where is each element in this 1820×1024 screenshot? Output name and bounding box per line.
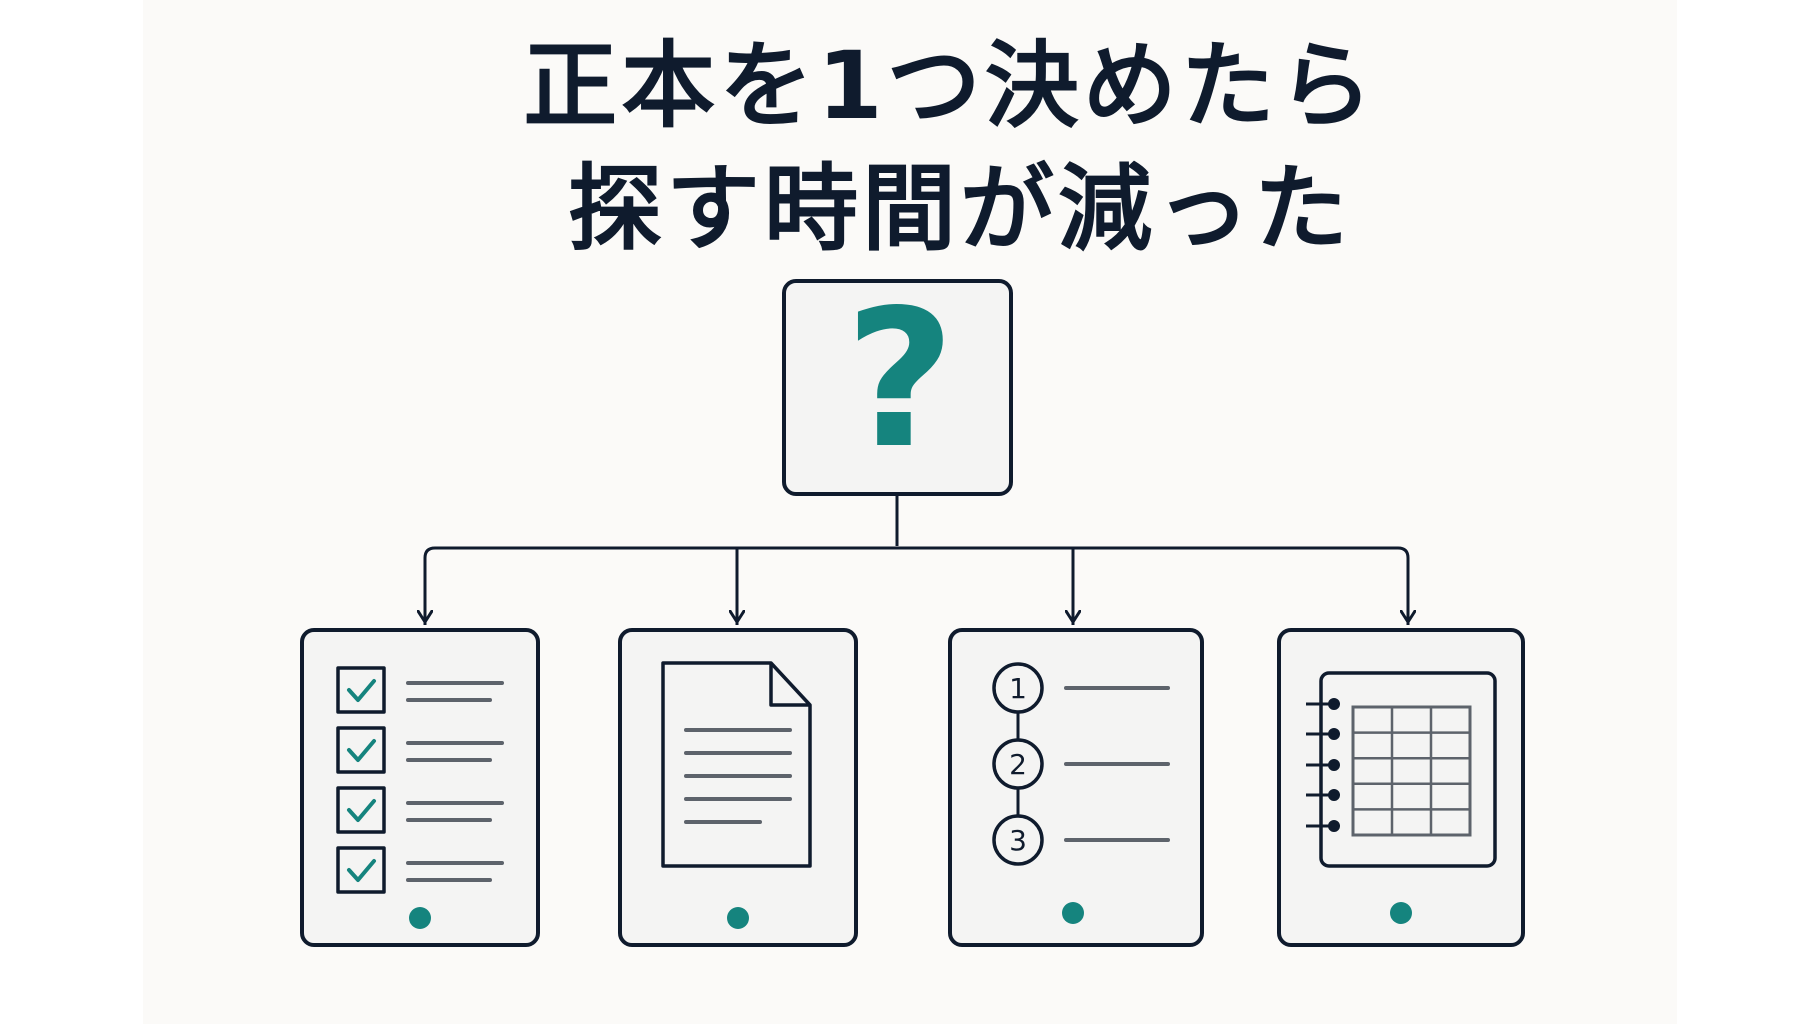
checklist-icon <box>336 666 504 894</box>
check-row-4 <box>336 846 504 894</box>
card-dot <box>1390 902 1412 924</box>
arrowheads <box>425 600 1408 622</box>
title-line-2: 探す時間が減った <box>567 155 1352 264</box>
numbered-steps-icon: 1 2 3 <box>992 662 1170 866</box>
doc-card-notebook <box>1277 628 1525 947</box>
check-row-2 <box>336 726 504 774</box>
spiral-notebook-grid-icon <box>1306 671 1497 868</box>
spiral-rings <box>1306 698 1340 832</box>
document-page-icon <box>661 661 812 868</box>
doc-card-numbered: 1 2 3 <box>948 628 1204 947</box>
step-number-2: 2 <box>1009 748 1027 781</box>
card-dot <box>409 907 431 929</box>
branch-bar <box>423 546 1410 625</box>
question-mark-icon: ? <box>844 269 956 490</box>
step-3: 3 <box>992 814 1170 866</box>
doc-card-document <box>618 628 858 947</box>
step-2: 2 <box>992 738 1170 790</box>
step-number-3: 3 <box>1009 824 1027 857</box>
connector-lines <box>423 494 1410 625</box>
grid-table <box>1351 705 1472 837</box>
check-row-3 <box>336 786 504 834</box>
step-number-1: 1 <box>1009 672 1027 705</box>
doc-card-checklist <box>300 628 540 947</box>
title-line-1: 正本を1つ決めたら <box>523 32 1377 141</box>
card-dot <box>1062 902 1084 924</box>
card-dot <box>727 907 749 929</box>
step-1: 1 <box>992 662 1170 714</box>
check-row-1 <box>336 666 504 714</box>
